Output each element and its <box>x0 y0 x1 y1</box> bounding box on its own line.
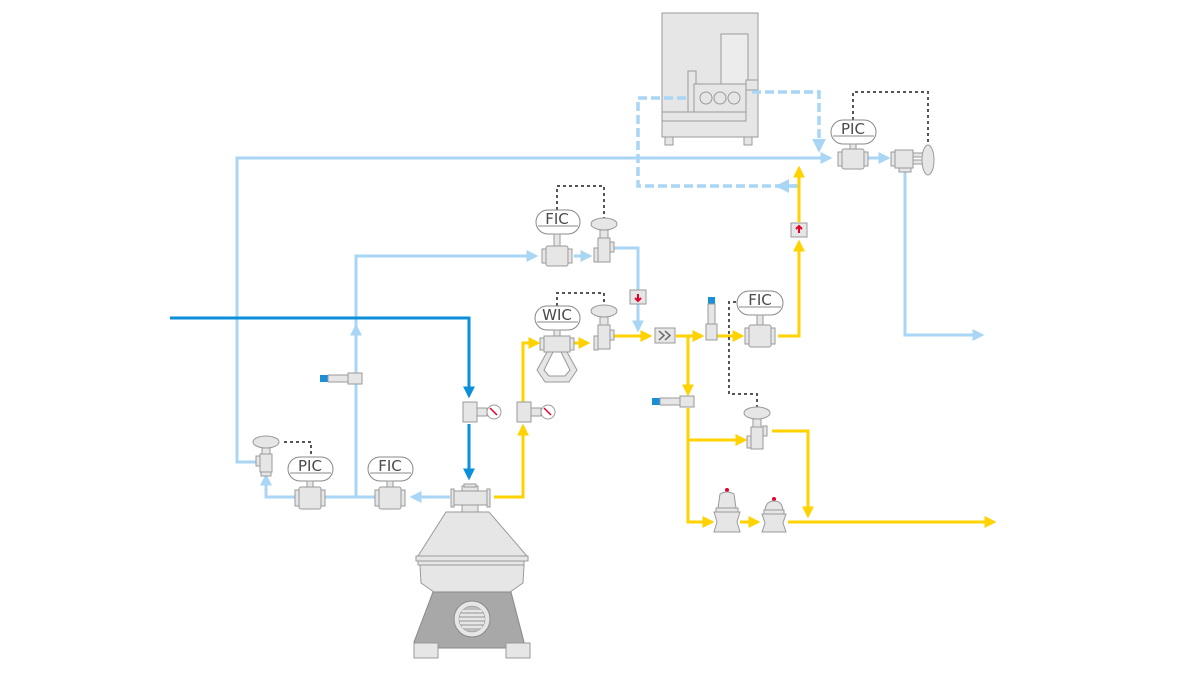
signal-pic-top <box>852 91 929 148</box>
light-line-to-fic-upper <box>354 250 539 497</box>
homogenizer[interactable] <box>661 12 759 146</box>
yellow-line-separator-out <box>494 423 529 499</box>
feed-line <box>170 316 475 399</box>
diaphragm-valve[interactable] <box>761 497 787 533</box>
control-valve-left[interactable] <box>252 435 280 477</box>
signal-fic-upper <box>556 185 605 220</box>
yellow-line-fic-right-up <box>778 239 805 338</box>
control-valve-wic[interactable] <box>590 304 618 351</box>
fic-upper-label: FIC <box>545 210 569 228</box>
fic-upper-controller[interactable]: FIC <box>535 209 581 235</box>
pic-top-controller[interactable]: PIC <box>830 119 877 145</box>
yellow-line-lower-valve-out <box>772 429 814 519</box>
check-valve[interactable] <box>654 327 676 344</box>
control-valve-lower-right[interactable] <box>743 406 771 450</box>
fic-bottom-controller[interactable]: FIC <box>367 456 414 482</box>
pneumatic-valve-top[interactable] <box>890 144 935 176</box>
pressure-gauge-1[interactable] <box>462 401 502 423</box>
pressure-relief-valve[interactable] <box>713 488 741 533</box>
flowmeter-fic-upper[interactable] <box>541 233 573 267</box>
flow-indicator-down <box>629 289 647 305</box>
fic-right-controller[interactable]: FIC <box>736 290 784 316</box>
sensor-vertical-top[interactable] <box>705 297 718 341</box>
centrifugal-separator[interactable] <box>413 483 531 659</box>
yellow-line-to-relief <box>686 440 715 528</box>
signal-wic <box>556 292 605 306</box>
flowmeter-fic-bottom[interactable] <box>374 480 406 510</box>
light-line-valve-down <box>614 246 644 333</box>
light-line-top-loop <box>235 152 833 464</box>
homogenizer-outlet-line <box>752 90 826 153</box>
pic-bottom-label: PIC <box>298 457 322 475</box>
homogenizer-inlet-line <box>636 96 800 188</box>
light-line-pic-to-valve <box>260 473 296 499</box>
flowmeter-pic-bottom[interactable] <box>294 480 326 510</box>
flowmeter-fic-right[interactable] <box>744 314 776 348</box>
flow-indicator-up <box>790 222 808 238</box>
yellow-line-to-lower-valve <box>686 408 748 446</box>
control-valve-upper[interactable] <box>590 217 618 263</box>
flowmeter-pic-top[interactable] <box>837 143 869 170</box>
fic-bottom-label: FIC <box>378 457 402 475</box>
coriolis-flowmeter[interactable] <box>536 329 578 383</box>
pic-top-label: PIC <box>841 120 865 138</box>
light-line-right-out <box>903 172 985 341</box>
sensor-horizontal-mid[interactable] <box>652 395 695 408</box>
wic-controller[interactable]: WIC <box>534 305 581 331</box>
wic-label: WIC <box>542 306 572 324</box>
fic-right-label: FIC <box>748 291 772 309</box>
sensor-horizontal-left[interactable] <box>320 372 363 385</box>
signal-fic-right <box>728 301 758 408</box>
pressure-gauge-2[interactable] <box>516 401 556 423</box>
signal-pic-bottom <box>284 441 312 458</box>
yellow-line-to-wic <box>521 337 541 404</box>
pic-bottom-controller[interactable]: PIC <box>287 456 334 482</box>
